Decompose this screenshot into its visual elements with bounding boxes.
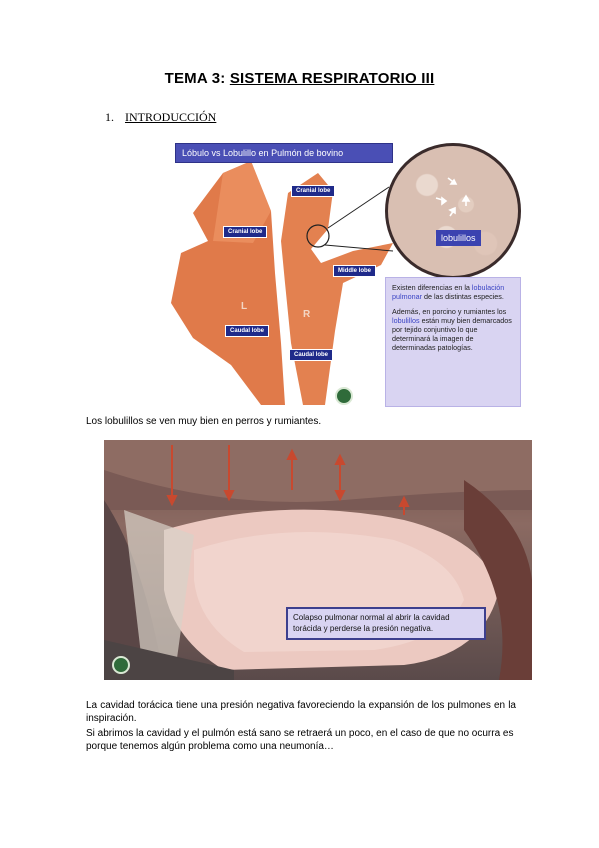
lung-illustration (171, 161, 394, 405)
cranial-lobe-right-tag: Cranial lobe (291, 185, 336, 197)
info-text: Además, en porcino y rumiantes los (392, 307, 507, 316)
lobulation-info-box: Existen diferencias en la lobulación pul… (385, 277, 521, 407)
zoom-origin-circle (306, 224, 330, 248)
lung-lobes-figure: Lóbulo vs Lobulillo en Pulmón de bovino … (153, 133, 525, 411)
thoracic-photo-illustration (104, 440, 532, 680)
lobule-magnifier: lobulillos (385, 143, 521, 279)
info-highlight: lobulillos (392, 316, 420, 325)
cranial-lobe-left-tag: Cranial lobe (223, 226, 268, 238)
info-paragraph-1: Existen diferencias en la lobulación pul… (392, 283, 514, 301)
middle-lobe-tag: Middle lobe (333, 265, 376, 277)
title-main: SISTEMA RESPIRATORIO III (229, 70, 435, 87)
figure-title: Lóbulo vs Lobulillo en Pulmón de bovino (175, 143, 393, 163)
university-logo (335, 387, 353, 405)
section-number: 1. (105, 110, 114, 124)
info-text: están muy bien demarcados por tejido con… (392, 316, 512, 352)
info-text: Existen diferencias en la (392, 283, 472, 292)
right-side-letter: R (303, 309, 311, 320)
zoom-line-top (327, 186, 390, 229)
lung-collapse-callout: Colapso pulmonar normal al abrir la cavi… (286, 607, 486, 640)
page-title: TEMA 3: SISTEMA RESPIRATORIO III (0, 70, 599, 87)
zoom-line-bottom (324, 244, 394, 252)
caudal-lobe-right-tag: Caudal lobe (289, 349, 334, 361)
left-side-letter: L (241, 301, 248, 312)
university-logo (112, 656, 130, 674)
lobulillos-label: lobulillos (436, 230, 481, 246)
lobule-arrows (435, 177, 471, 217)
paragraph-lung-retraction: Si abrimos la cavidad y el pulmón está s… (86, 728, 514, 752)
section-label: INTRODUCCIÓN (125, 110, 217, 124)
info-paragraph-2: Además, en porcino y rumiantes los lobul… (392, 307, 514, 352)
info-highlight: lobulación pulmonar (392, 283, 505, 301)
lung-shading (213, 161, 271, 243)
caudal-lobe-left-tag: Caudal lobe (225, 325, 270, 337)
section-heading: 1. INTRODUCCIÓN (105, 110, 216, 125)
info-text: de las distintas especies. (421, 292, 504, 301)
thoracic-cavity-figure: Colapso pulmonar normal al abrir la cavi… (104, 440, 532, 680)
title-prefix: TEMA 3: (164, 70, 230, 87)
right-lung-shape (281, 173, 393, 405)
paragraph-negative-pressure: La cavidad torácica tiene una presión ne… (86, 700, 516, 724)
figure1-caption: Los lobulillos se ven muy bien en perros… (86, 416, 322, 427)
